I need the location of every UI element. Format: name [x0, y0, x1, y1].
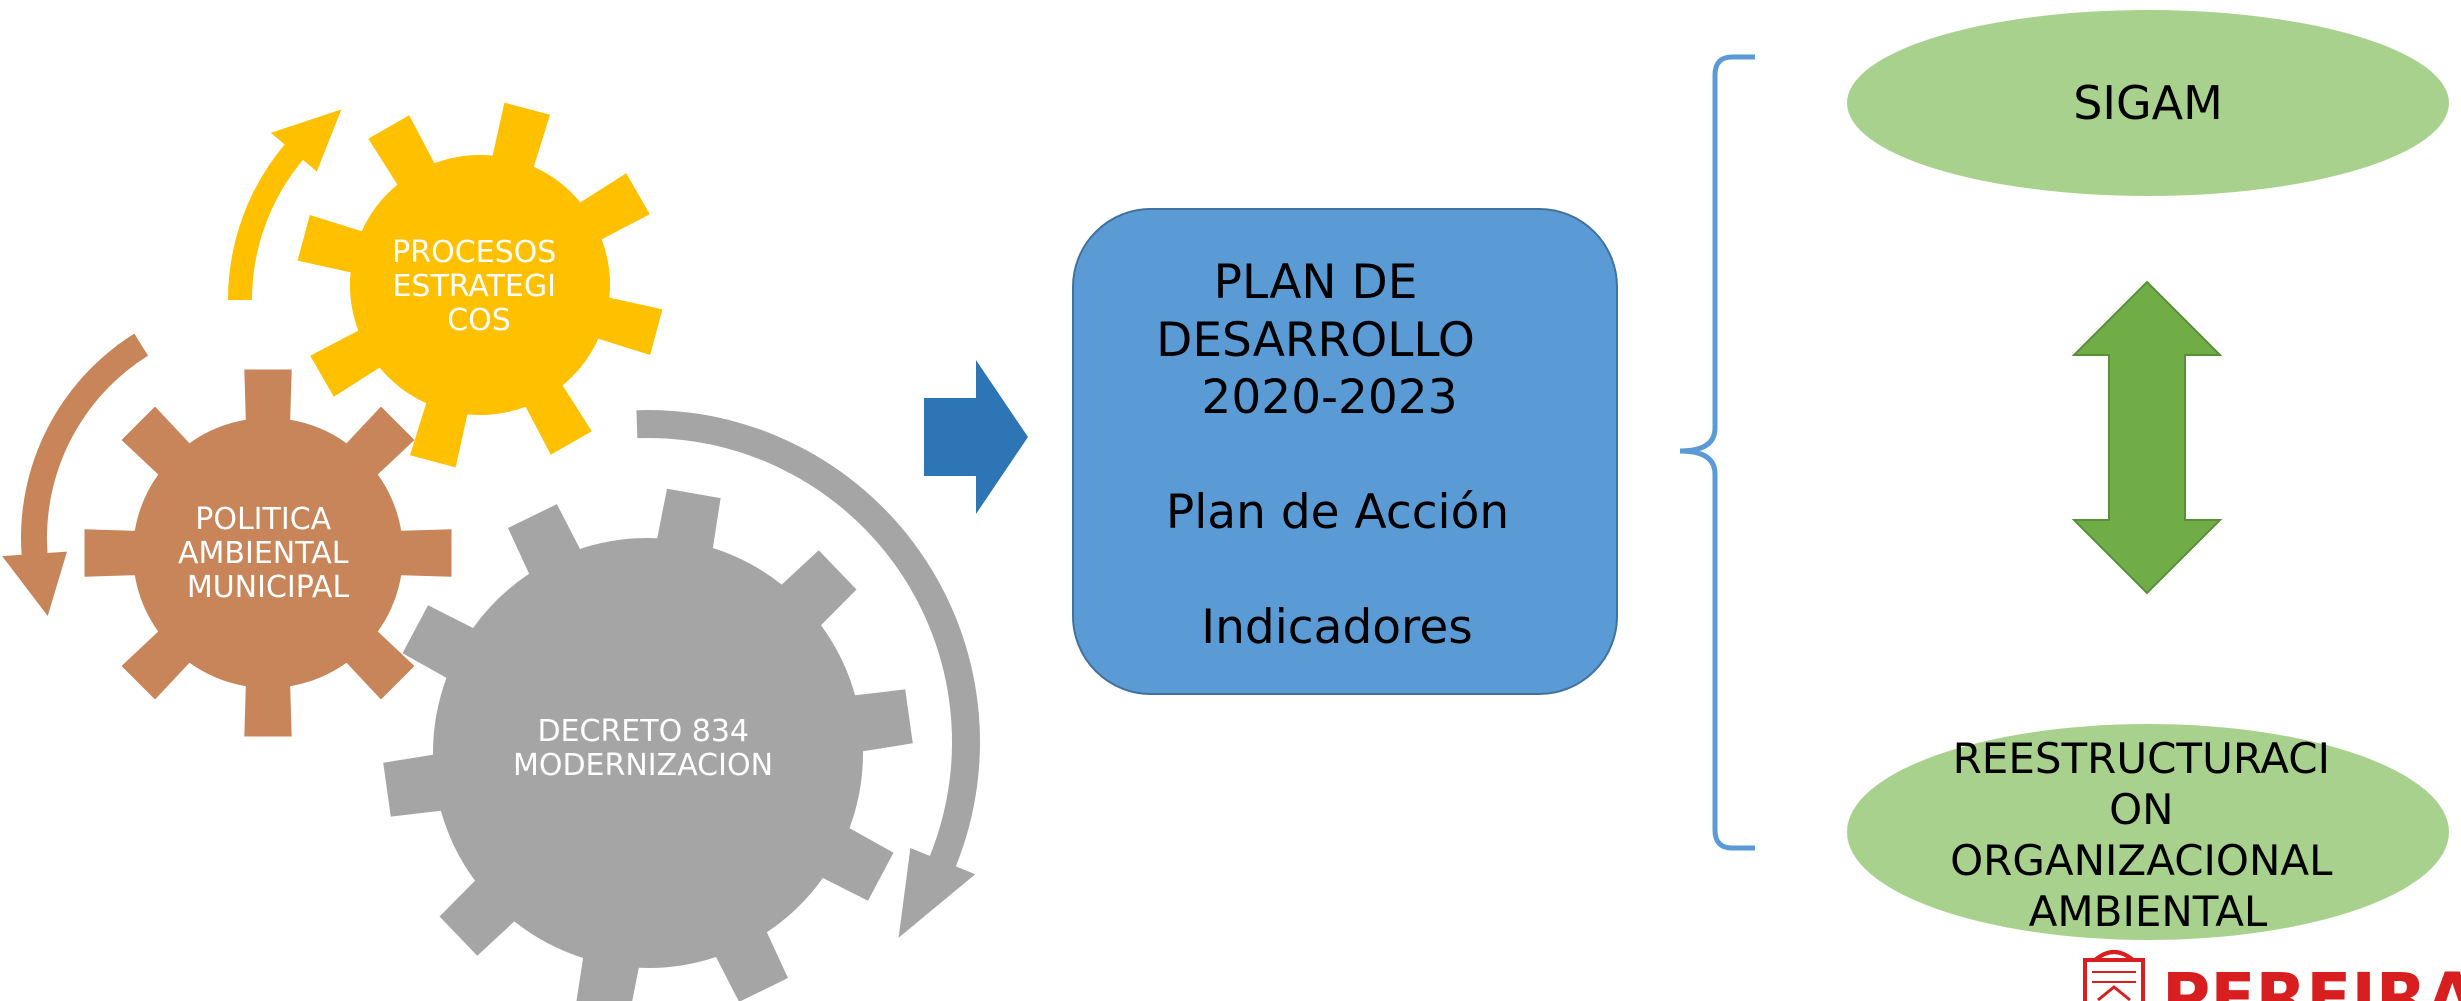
box-line-1: PLAN DE: [1214, 255, 1418, 310]
cycle-arrows: [2, 109, 980, 938]
reestructuracion-label: REESTRUCTURACI ON ORGANIZACIONAL AMBIENT…: [1950, 734, 2346, 936]
gear-decreto-label: DECRETO 834 MODERNIZACION: [513, 714, 773, 783]
cycle-arrow-procesos-icon: [228, 109, 342, 301]
box-line-4: Plan de Acción: [1166, 485, 1509, 540]
reestructuracion-line-2: ON: [2109, 785, 2173, 834]
gear-politica-label: POLITICA AMBIENTAL MUNICIPAL: [178, 502, 358, 605]
box-line-2: DESARROLLO: [1156, 313, 1475, 368]
logo-text: PEREIRA: [2162, 959, 2461, 1001]
reestructuracion-ellipse: [1847, 724, 2449, 940]
double-arrow-icon: [2071, 280, 2223, 595]
gear-politica-ambiental: [84, 369, 452, 737]
procesos-line-1: PROCESOS: [392, 235, 556, 270]
plan-desarrollo-text: PLAN DE DESARROLLO 2020-2023 Plan de Acc…: [1156, 255, 1524, 655]
pereira-logo: PEREIRA: [2083, 950, 2461, 1001]
decreto-line-1: DECRETO 834: [537, 714, 749, 749]
politica-line-2: AMBIENTAL: [178, 536, 349, 571]
cycle-arrow-decreto-icon: [636, 410, 980, 938]
gear-decreto-834: [383, 488, 913, 1001]
reestructuracion-line-1: REESTRUCTURACI: [1953, 734, 2330, 783]
procesos-line-3: COS: [447, 303, 511, 338]
box-line-3: 2020-2023: [1201, 370, 1457, 425]
right-arrow-icon: [924, 360, 1028, 514]
sigam-label: SIGAM: [2073, 76, 2223, 130]
politica-line-1: POLITICA: [195, 502, 331, 537]
cycle-arrow-politica-icon: [2, 333, 149, 616]
city-emblem-icon: [2083, 950, 2145, 1001]
reestructuracion-line-4: AMBIENTAL: [2029, 887, 2268, 936]
gear-procesos-estrategicos: [297, 102, 663, 468]
box-line-5: Indicadores: [1201, 600, 1472, 655]
gear-decreto-shape: [383, 488, 913, 1001]
procesos-line-2: ESTRATEGI: [392, 269, 556, 304]
plan-desarrollo-box: [1072, 208, 1618, 695]
gear-procesos-shape: [297, 102, 663, 468]
reestructuracion-line-3: ORGANIZACIONAL: [1950, 836, 2333, 885]
politica-line-3: MUNICIPAL: [187, 570, 350, 605]
sigam-ellipse: [1847, 10, 2449, 196]
gear-procesos-label: PROCESOS ESTRATEGI COS: [392, 235, 566, 338]
decreto-line-2: MODERNIZACION: [513, 748, 773, 783]
curly-brace: [1679, 54, 1755, 851]
gear-politica-shape: [84, 369, 452, 737]
